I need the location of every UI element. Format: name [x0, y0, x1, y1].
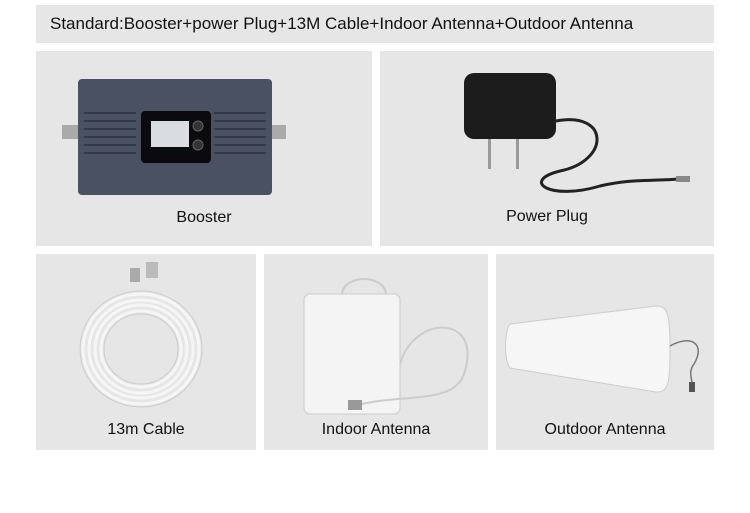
- cable-image: [79, 262, 203, 408]
- outdoor-antenna-label: Outdoor Antenna: [544, 421, 666, 438]
- indoor-antenna-image: [303, 278, 469, 415]
- indoor-antenna-label: Indoor Antenna: [321, 421, 431, 438]
- power-plug-panel: Power Plug: [380, 51, 714, 246]
- booster-panel: Booster: [36, 51, 372, 246]
- cable-label: 13m Cable: [107, 421, 185, 438]
- outdoor-antenna-image: [505, 305, 699, 393]
- power-plug-image: [464, 73, 690, 193]
- cable-panel: 13m Cable: [36, 254, 256, 450]
- booster-label: Booster: [176, 209, 232, 226]
- power-plug-label: Power Plug: [506, 208, 588, 225]
- package-contents-title: Standard:Booster+power Plug+13M Cable+In…: [36, 5, 714, 43]
- booster-image: [62, 79, 286, 195]
- indoor-antenna-panel: Indoor Antenna: [264, 254, 488, 450]
- outdoor-antenna-panel: Outdoor Antenna: [496, 254, 714, 450]
